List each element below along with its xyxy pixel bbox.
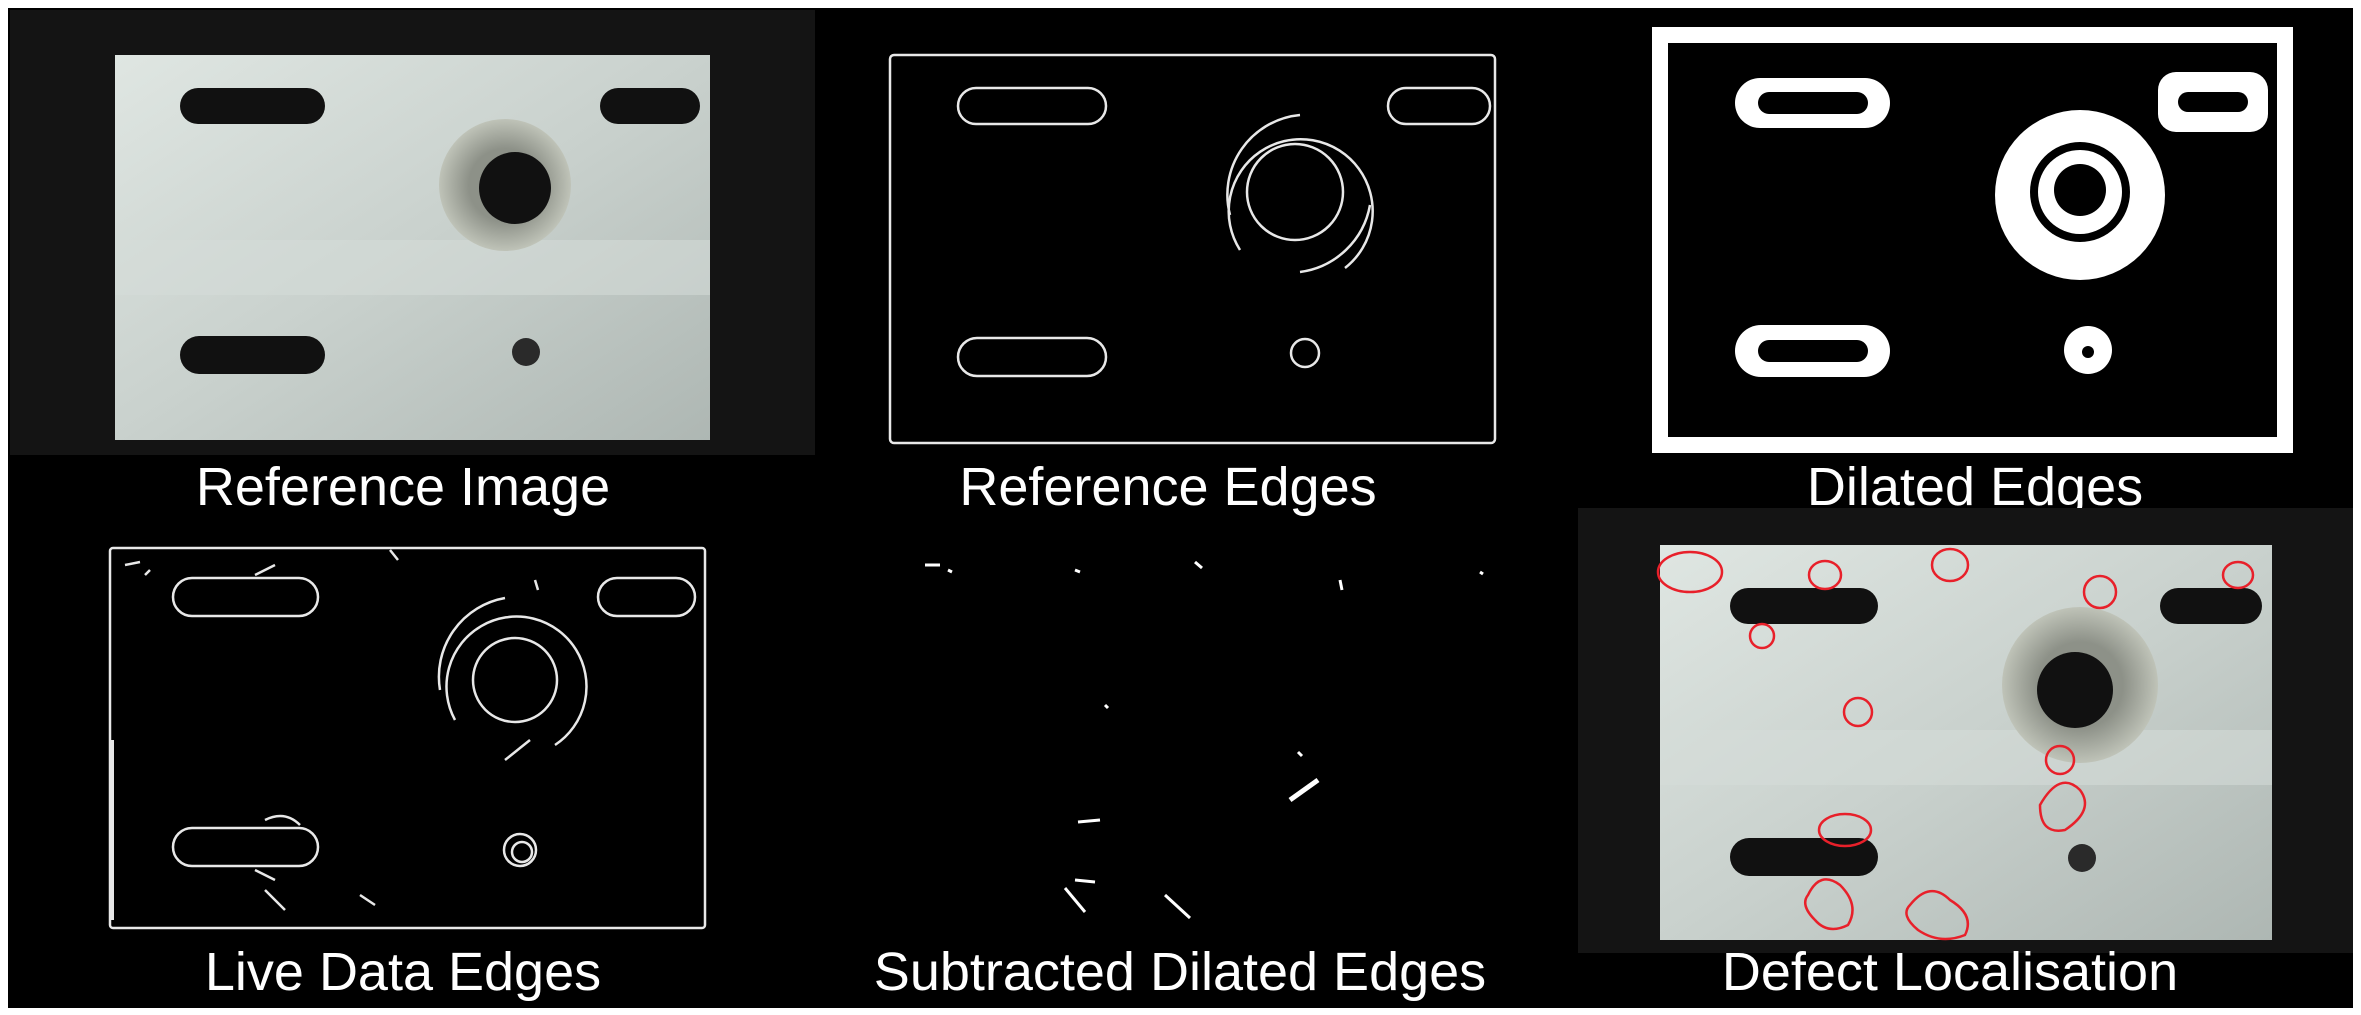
panel-reference-image: Reference Image [10, 10, 815, 517]
panel-live-data-edges: Live Data Edges [108, 546, 707, 1002]
caption-reference-image: Reference Image [196, 457, 610, 517]
slot-top-right [600, 88, 700, 124]
caption-live-data-edges: Live Data Edges [205, 942, 601, 1002]
slot-edge-top-right [1386, 86, 1492, 126]
small-hole [512, 338, 540, 366]
slot-bottom-left [180, 336, 325, 374]
panel-subtracted-dilated-edges: Subtracted Dilated Edges [874, 560, 1486, 1002]
caption-reference-edges: Reference Edges [959, 457, 1376, 517]
defect-fragment [925, 563, 953, 574]
counterbore-edge [1227, 138, 1374, 269]
caption-dilated-edges: Dilated Edges [1807, 457, 2143, 517]
slot-edge-bottom-left [956, 336, 1108, 378]
panel-defect-localisation: Defect Localisation [1575, 508, 2353, 1005]
through-hole [479, 152, 551, 224]
slot-top-left [180, 88, 325, 124]
live-plate-outline [108, 546, 707, 930]
slot-edge-top-left [956, 86, 1108, 126]
dilated-plate-outline [1652, 27, 2293, 453]
defect-markers [1656, 547, 2255, 941]
panel-dilated-edges: Dilated Edges [1652, 27, 2293, 517]
caption-subtracted-dilated-edges: Subtracted Dilated Edges [874, 942, 1486, 1002]
small-hole-edge [1289, 337, 1321, 369]
hole-edge [1245, 142, 1345, 242]
plate-outline-edge [888, 53, 1497, 445]
caption-defect-localisation: Defect Localisation [1722, 942, 2178, 1002]
panel-reference-edges: Reference Edges [888, 53, 1497, 517]
